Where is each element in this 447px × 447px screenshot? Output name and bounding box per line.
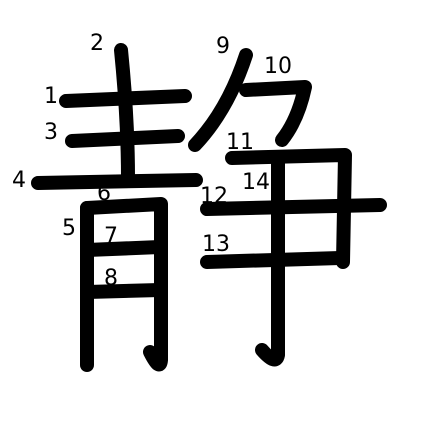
stroke-3 bbox=[65, 129, 185, 148]
stroke-7 bbox=[80, 240, 167, 257]
stroke-number-9: 9 bbox=[216, 34, 230, 59]
stroke-number-3: 3 bbox=[44, 120, 58, 145]
stroke-number-13: 13 bbox=[202, 232, 230, 257]
stroke-10 bbox=[239, 80, 312, 147]
stroke-4 bbox=[31, 173, 203, 190]
stroke-number-5: 5 bbox=[62, 216, 76, 241]
stroke-2 bbox=[114, 43, 135, 185]
stroke-number-4: 4 bbox=[12, 168, 26, 193]
stroke-number-7: 7 bbox=[104, 224, 118, 249]
stroke-11 bbox=[225, 148, 352, 269]
stroke-14 bbox=[255, 153, 285, 367]
stroke-number-14: 14 bbox=[242, 170, 270, 195]
stroke-number-12: 12 bbox=[200, 184, 228, 209]
stroke-number-6: 6 bbox=[97, 181, 111, 206]
stroke-number-2: 2 bbox=[90, 31, 104, 56]
stroke-number-8: 8 bbox=[104, 266, 118, 291]
stroke-number-1: 1 bbox=[44, 84, 58, 109]
stroke-number-11: 11 bbox=[226, 130, 254, 155]
stroke-9 bbox=[188, 48, 253, 152]
stroke-number-10: 10 bbox=[264, 54, 292, 79]
stroke-6 bbox=[80, 197, 168, 372]
stroke-12 bbox=[200, 198, 387, 216]
stroke-8 bbox=[80, 283, 167, 299]
